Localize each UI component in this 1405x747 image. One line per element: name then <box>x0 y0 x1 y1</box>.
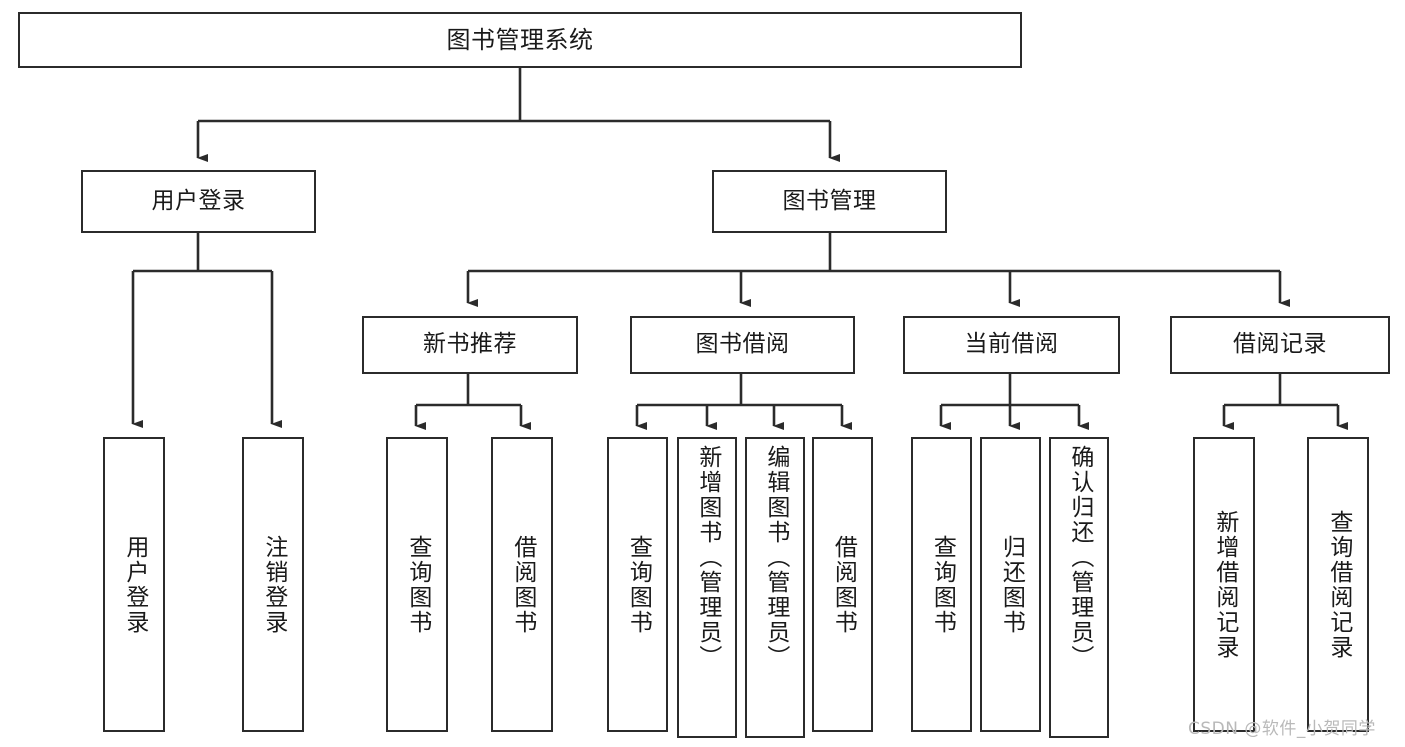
node-user-login[interactable]: 用户登录 <box>81 170 316 233</box>
node-leaf-query-book-1[interactable]: 查询图书 <box>386 437 448 732</box>
node-leaf-query-book-2-label: 查询图书 <box>625 534 652 635</box>
node-root[interactable]: 图书管理系统 <box>18 12 1022 68</box>
node-leaf-confirm-return-label: 确认归还（管理员） <box>1066 445 1093 670</box>
node-book-management[interactable]: 图书管理 <box>712 170 947 233</box>
node-leaf-query-record-label: 查询借阅记录 <box>1325 509 1352 660</box>
node-leaf-query-book-3[interactable]: 查询图书 <box>911 437 972 732</box>
node-leaf-borrow-book-2-label: 借阅图书 <box>830 534 857 635</box>
node-leaf-add-book-label: 新增图书（管理员） <box>694 445 721 670</box>
node-root-label: 图书管理系统 <box>446 25 594 54</box>
node-leaf-query-book-3-label: 查询图书 <box>929 534 956 635</box>
node-leaf-confirm-return[interactable]: 确认归还（管理员） <box>1049 437 1109 738</box>
node-current-borrow[interactable]: 当前借阅 <box>903 316 1120 374</box>
node-leaf-add-book[interactable]: 新增图书（管理员） <box>677 437 737 738</box>
node-leaf-query-book-1-label: 查询图书 <box>404 534 431 635</box>
node-leaf-logout[interactable]: 注销登录 <box>242 437 304 732</box>
node-leaf-query-book-2[interactable]: 查询图书 <box>607 437 668 732</box>
node-book-borrow-label: 图书借阅 <box>695 331 790 358</box>
node-leaf-add-record[interactable]: 新增借阅记录 <box>1193 437 1255 732</box>
node-new-book-recommend-label: 新书推荐 <box>423 331 517 358</box>
node-borrow-record[interactable]: 借阅记录 <box>1170 316 1390 374</box>
node-current-borrow-label: 当前借阅 <box>964 331 1059 358</box>
csdn-watermark: CSDN @软件_小贺同学 <box>1188 719 1376 739</box>
node-borrow-record-label: 借阅记录 <box>1233 331 1327 358</box>
node-leaf-edit-book-label: 编辑图书（管理员） <box>762 445 789 670</box>
node-leaf-borrow-book-1-label: 借阅图书 <box>509 534 536 635</box>
node-leaf-return-book-label: 归还图书 <box>998 534 1025 635</box>
node-new-book-recommend[interactable]: 新书推荐 <box>362 316 578 374</box>
node-leaf-add-record-label: 新增借阅记录 <box>1211 509 1238 660</box>
node-user-login-label: 用户登录 <box>151 187 246 214</box>
node-leaf-edit-book[interactable]: 编辑图书（管理员） <box>745 437 805 738</box>
node-book-management-label: 图书管理 <box>782 187 877 214</box>
node-book-borrow[interactable]: 图书借阅 <box>630 316 855 374</box>
node-leaf-query-record[interactable]: 查询借阅记录 <box>1307 437 1369 732</box>
node-leaf-logout-label: 注销登录 <box>260 534 287 635</box>
node-leaf-borrow-book-2[interactable]: 借阅图书 <box>812 437 873 732</box>
node-leaf-return-book[interactable]: 归还图书 <box>980 437 1041 732</box>
node-leaf-user-login[interactable]: 用户登录 <box>103 437 165 732</box>
node-leaf-user-login-label: 用户登录 <box>121 534 148 635</box>
node-leaf-borrow-book-1[interactable]: 借阅图书 <box>491 437 553 732</box>
